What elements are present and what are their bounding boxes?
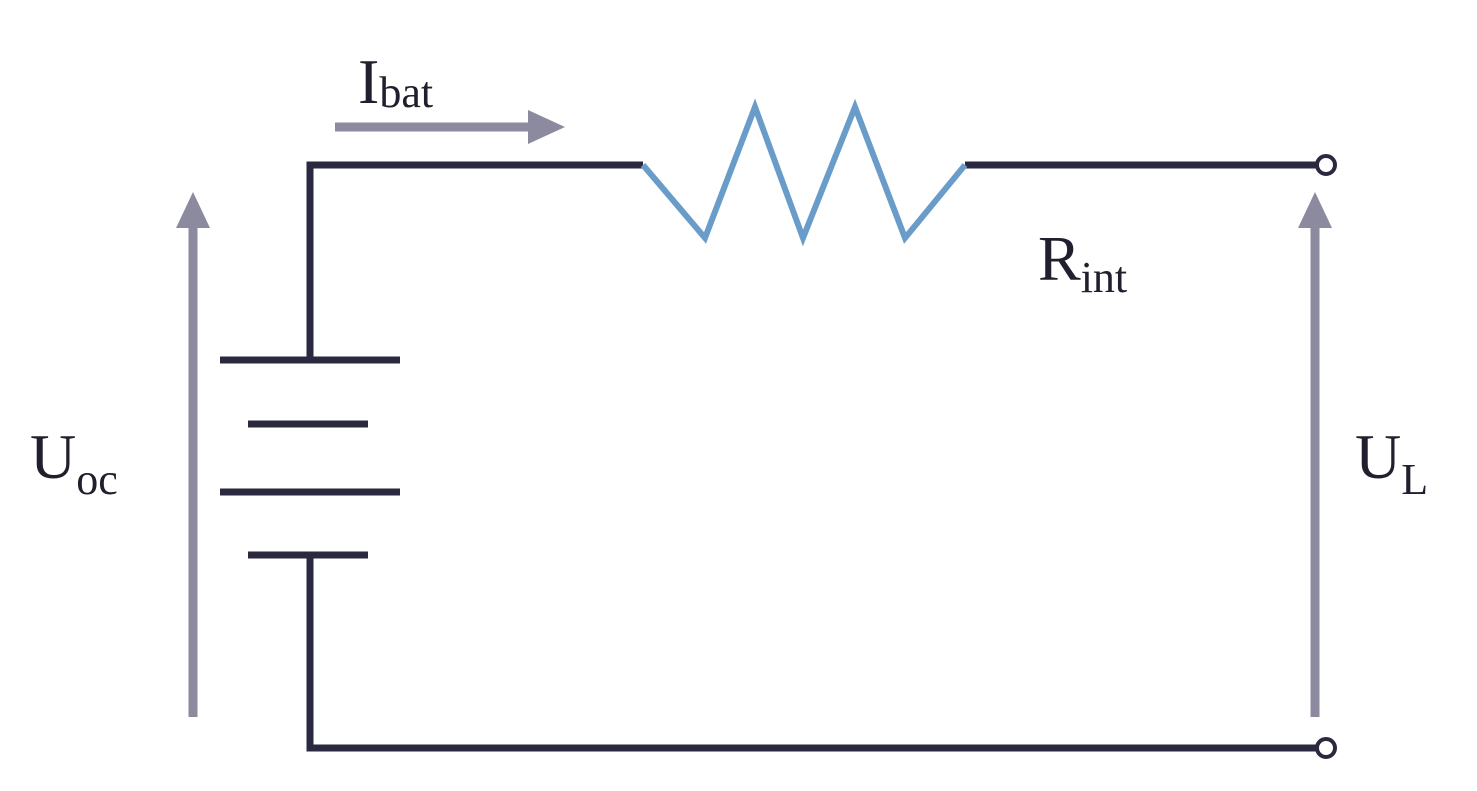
open-circuit-voltage-label: Uoc (30, 421, 118, 504)
bottom-wire (306, 557, 1318, 752)
top-left-wire (306, 161, 643, 358)
terminal-voltage-label: UL (1355, 421, 1428, 504)
terminals (1315, 154, 1337, 759)
resistor-symbol (640, 98, 968, 247)
terminal-voltage-arrow (1298, 192, 1332, 717)
current-label: Ibat (358, 46, 433, 117)
open-circuit-voltage-arrow (176, 192, 210, 717)
battery-symbol (220, 356, 400, 559)
bottom-terminal (1315, 737, 1337, 759)
top-terminal (1315, 154, 1337, 176)
current-arrow (335, 110, 565, 144)
circuit-wires (306, 161, 1318, 752)
resistor-label: Rint (1038, 223, 1127, 302)
